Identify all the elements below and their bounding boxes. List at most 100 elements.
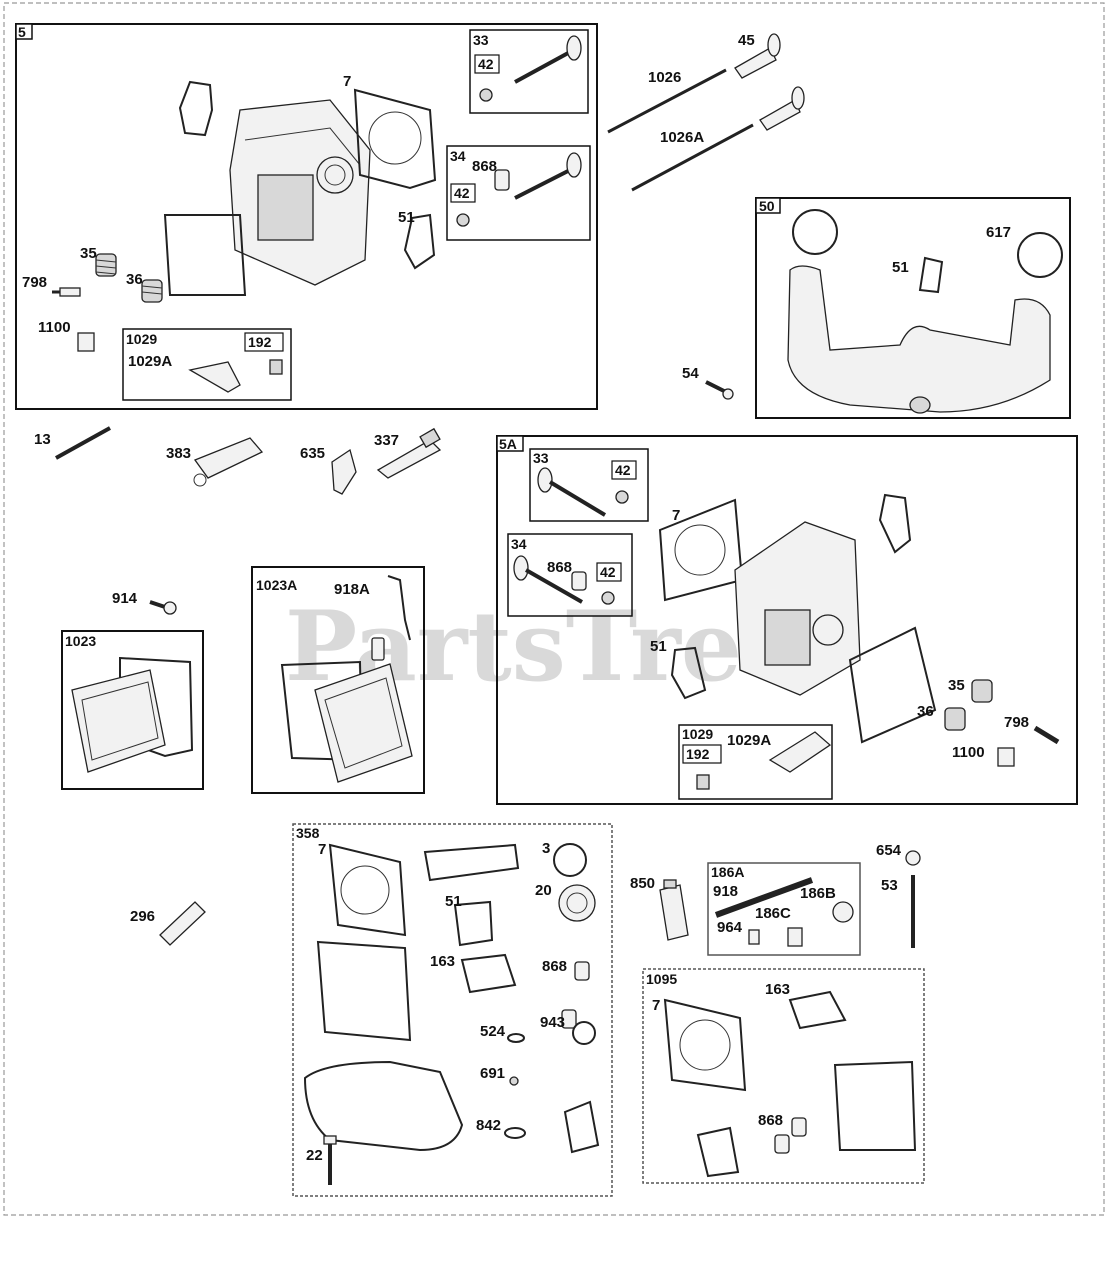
rocker-arm-2-part[interactable] [768, 731, 832, 773]
group-5A[interactable]: 5A 33 42 34 868 42 7 51 [496, 435, 1078, 805]
group-tag-186A: 186A [711, 864, 744, 880]
ring-3-part[interactable] [553, 843, 587, 877]
intake-gasket-part[interactable] [403, 213, 436, 270]
label-617: 617 [986, 224, 1011, 241]
gasket-51-358-part[interactable] [453, 900, 494, 947]
valve-keeper-4-part[interactable] [601, 591, 615, 605]
valve-guide-part[interactable] [494, 169, 510, 191]
valve-spring-2-part[interactable] [971, 679, 993, 703]
valve-cover-1023A-part[interactable] [314, 663, 413, 783]
tappet-45-part[interactable] [734, 33, 781, 79]
label-798: 798 [22, 274, 47, 291]
bolt-914-part[interactable] [149, 600, 177, 615]
tappet-45b-part[interactable] [759, 86, 805, 131]
valve-guide-2-part[interactable] [571, 571, 587, 591]
nut-192-part[interactable] [269, 359, 283, 375]
spring-retainer-part[interactable] [141, 279, 163, 303]
group-tag-1095: 1095 [646, 971, 677, 987]
manifold-gasket-part[interactable] [918, 256, 944, 294]
label-337: 337 [374, 432, 399, 449]
valve-keeper-3-part[interactable] [615, 490, 629, 504]
valve-33-part[interactable] [514, 35, 582, 84]
group-186A[interactable]: 186A 918 186B 186C 964 [707, 862, 861, 956]
clip-1100b-part[interactable] [997, 747, 1015, 767]
oring-842-part[interactable] [504, 1127, 526, 1139]
bolt-13-part[interactable] [55, 426, 111, 460]
valve-cover-gasket-1095-part[interactable] [833, 1060, 917, 1151]
gasket-163-1095-part[interactable] [788, 990, 847, 1030]
label-691: 691 [480, 1065, 505, 1082]
valve-cover-gasket-part[interactable] [163, 214, 247, 296]
group-358[interactable]: 358 7 3 20 51 163 868 524 943 691 842 22 [292, 823, 613, 1197]
label-7d: 7 [652, 997, 660, 1014]
valve-34-part[interactable] [514, 152, 582, 200]
head-gasket-358-part[interactable] [328, 843, 407, 937]
valve-cover-gasket-2-part[interactable] [848, 626, 937, 744]
intake-manifold-part[interactable] [787, 265, 1051, 413]
ball-691-part[interactable] [509, 1076, 519, 1086]
rocker-arm-part[interactable] [188, 361, 241, 393]
spark-plug-boot-635-part[interactable] [331, 448, 357, 495]
bolt-54-part[interactable] [705, 380, 734, 400]
label-1100b: 1100 [952, 744, 985, 761]
label-914: 914 [112, 590, 138, 607]
group-tag-192: 192 [248, 334, 272, 350]
guide-868-1095-part[interactable] [791, 1117, 807, 1137]
group-1023A[interactable]: 1023A 918A [251, 566, 425, 794]
intake-gasket-2-part[interactable] [670, 646, 707, 700]
bolt-798b-part[interactable] [1033, 725, 1060, 745]
label-51d: 51 [445, 893, 462, 910]
cylinder-head-2-part[interactable] [734, 521, 861, 696]
group-tag-33b: 33 [533, 450, 549, 466]
bolt-798-part[interactable] [52, 287, 81, 297]
group-tag-42d: 42 [600, 564, 616, 580]
part-296[interactable] [159, 901, 206, 946]
ignition-coil-383-part[interactable] [193, 437, 264, 487]
spark-plug-337-part[interactable] [376, 427, 442, 479]
oring-left-part[interactable] [792, 209, 838, 255]
pushrod-1026-part[interactable] [607, 68, 727, 134]
label-51: 51 [398, 209, 415, 226]
nut-654-part[interactable] [905, 850, 921, 866]
seal-20-part[interactable] [558, 884, 596, 922]
group-1095[interactable]: 1095 7 163 868 [642, 968, 925, 1184]
spring-retainer-2-part[interactable] [944, 707, 966, 731]
breather-tube-part[interactable] [387, 575, 411, 641]
valve-186B-part[interactable] [832, 901, 854, 923]
fitting-186C-part[interactable] [787, 927, 803, 947]
fitting-part[interactable] [371, 637, 385, 661]
oring-524-part[interactable] [507, 1033, 525, 1043]
valve-cover-1023-part[interactable] [71, 669, 166, 773]
valve-cover-gasket-358-part[interactable] [316, 940, 412, 1042]
oring-943-part[interactable] [572, 1021, 596, 1045]
valve-keeper-2-part[interactable] [456, 213, 470, 227]
valve-spring-part[interactable] [95, 253, 117, 277]
clamp-964-part[interactable] [748, 929, 760, 945]
head-gasket-1095-part[interactable] [663, 998, 747, 1092]
cylinder-head-part[interactable] [229, 99, 371, 286]
group-50[interactable]: 50 617 51 [755, 197, 1071, 419]
breather-gasket-part[interactable] [563, 1100, 600, 1154]
valve-33b-part[interactable] [537, 467, 607, 517]
sealant-850-part[interactable] [659, 879, 689, 941]
crankcase-gasket-part[interactable] [303, 1060, 464, 1152]
guide-868-358-part[interactable] [574, 961, 590, 981]
head-gasket-part[interactable] [353, 88, 437, 190]
hose-918-part[interactable] [714, 877, 814, 918]
oring-617-part[interactable] [1017, 232, 1063, 278]
exhaust-gasket-part[interactable] [178, 80, 214, 137]
valve-34b-part[interactable] [513, 555, 583, 604]
nut-192b-part[interactable] [696, 774, 710, 790]
label-654: 654 [876, 842, 902, 859]
bolt-22-part[interactable] [323, 1135, 337, 1185]
pushrod-1026A-part[interactable] [631, 123, 754, 192]
gasket-163-358-part[interactable] [460, 953, 517, 994]
gasket-top-358-part[interactable] [423, 843, 520, 882]
group-tag-1029b: 1029 [682, 726, 713, 742]
exhaust-gasket-2-part[interactable] [878, 493, 912, 554]
clip-1100-part[interactable] [77, 332, 95, 352]
group-1023[interactable]: 1023 [61, 630, 204, 790]
intake-gasket-1095-part[interactable] [696, 1126, 740, 1178]
valve-keeper-part[interactable] [479, 88, 493, 102]
group-5[interactable]: 5 7 51 35 36 [15, 23, 598, 410]
